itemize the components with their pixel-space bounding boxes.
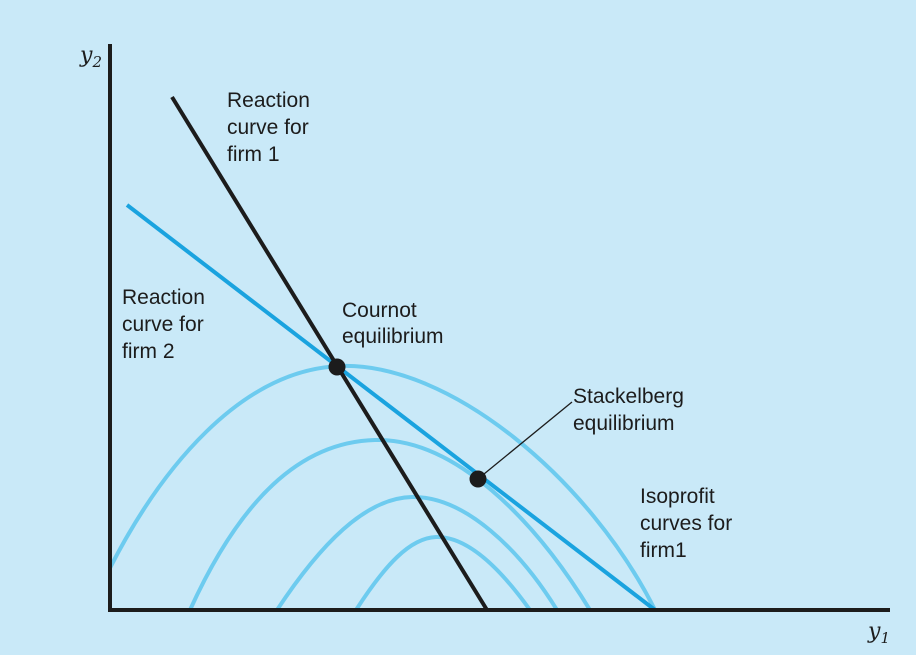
y-axis-label: y2 <box>79 43 102 71</box>
stackelberg-equilibrium-point <box>469 470 487 488</box>
axes <box>108 44 890 612</box>
reaction-curve-firm2 <box>125 203 657 612</box>
stackelberg-pointer-line <box>483 401 573 475</box>
cournot-label: Cournot equilibrium <box>342 299 444 348</box>
reaction-firm2-label: Reaction curve for firm 2 <box>122 286 211 363</box>
isoprofit-curve-2 <box>188 437 592 612</box>
reaction-curve-firm1 <box>170 95 489 612</box>
cournot-equilibrium-point <box>328 358 346 376</box>
isoprofit-curve-4 <box>354 534 532 612</box>
isoprofit-curve-3 <box>275 494 559 612</box>
isoprofit-label: Isoprofit curves for firm1 <box>640 485 738 562</box>
reaction-firm1-label: Reaction curve for firm 1 <box>227 89 316 166</box>
stackelberg-label: Stackelberg equilibrium <box>573 385 690 435</box>
x-axis-label: y1 <box>867 619 890 647</box>
